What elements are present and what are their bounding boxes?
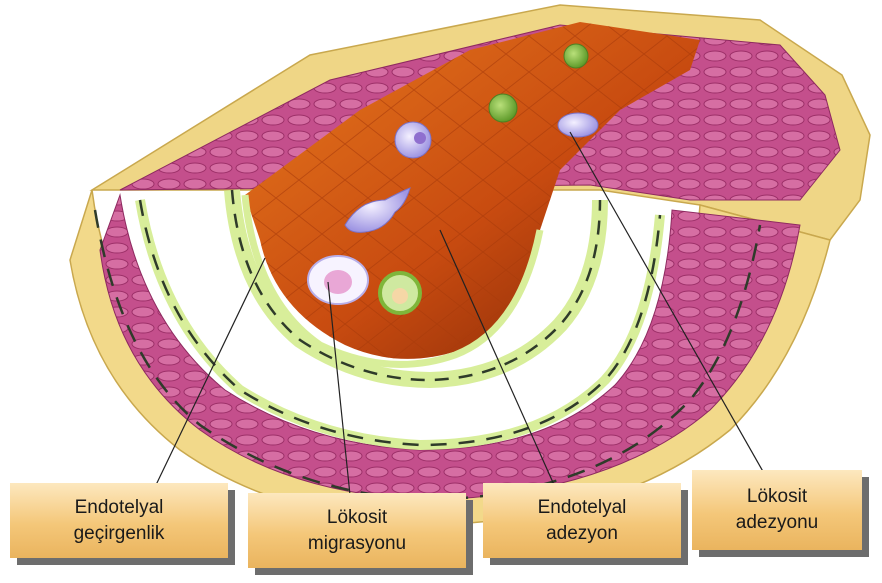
leukocyte-cell xyxy=(392,288,408,304)
label-line: migrasyonu xyxy=(308,531,406,557)
label-leukocyte-migration: Lökosit migrasyonu xyxy=(248,493,466,568)
leukocyte-cell xyxy=(564,44,588,68)
label-endothelial-permeability: Endotelyal geçirgenlik xyxy=(10,483,228,558)
label-line: geçirgenlik xyxy=(74,521,165,547)
label-line: Endotelyal xyxy=(74,495,165,521)
label-line: adezyon xyxy=(538,521,627,547)
label-line: Lökosit xyxy=(736,484,818,510)
label-endothelial-adhesion: Endotelyal adezyon xyxy=(483,483,681,558)
label-leukocyte-adhesion: Lökosit adezyonu xyxy=(692,470,862,550)
label-line: Lökosit xyxy=(308,505,406,531)
label-line: Endotelyal xyxy=(538,495,627,521)
leukocyte-cell xyxy=(414,132,426,144)
leukocyte-cell xyxy=(489,94,517,122)
label-line: adezyonu xyxy=(736,510,818,536)
leukocyte-cell xyxy=(558,113,598,137)
